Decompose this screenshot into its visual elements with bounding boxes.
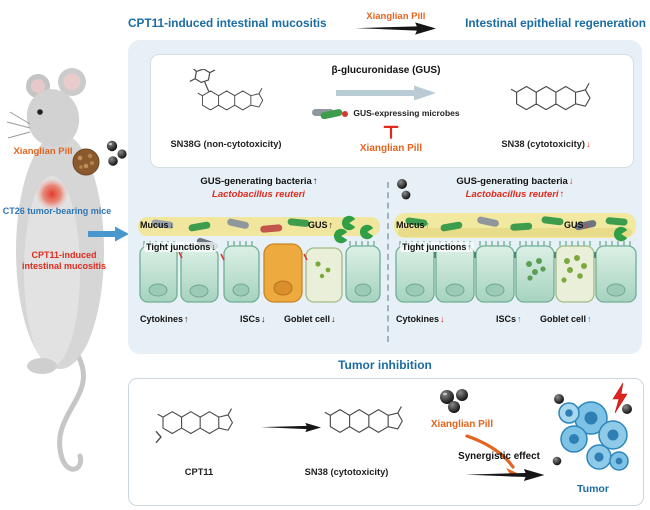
healthy-epithelium-illustration bbox=[394, 213, 637, 303]
bacteria-species: Lactobacillus reuteri↑ bbox=[392, 189, 638, 200]
left-title: CPT11-induced intestinal mucositis bbox=[128, 16, 327, 30]
mouse-tail bbox=[57, 353, 86, 472]
right-title: Intestinal epithelial regeneration bbox=[465, 16, 646, 30]
regeneration-panel: GUS-generating bacteria↓ Lactobacillus r… bbox=[392, 176, 638, 348]
bacteria-title-text: GUS-generating bacteria bbox=[200, 176, 312, 187]
cytokines-row: Cytokines↓ bbox=[396, 314, 445, 324]
tumor-spot bbox=[36, 178, 68, 210]
sn38g-caption: SN38G (non-cytotoxicity) bbox=[170, 139, 282, 149]
cpt11-caption: CPT11 bbox=[184, 467, 214, 477]
lightning-icon bbox=[612, 383, 628, 414]
header: CPT11-induced intestinal mucositis Xiang… bbox=[128, 6, 646, 40]
sn38g-structure bbox=[189, 69, 264, 111]
xianglian-pill-label: Xianglian Pill bbox=[359, 143, 423, 154]
cpt11-structure bbox=[155, 408, 233, 443]
tight-junctions-label: Tight junctions bbox=[402, 242, 467, 252]
microbes-label: GUS-expressing microbes bbox=[353, 108, 460, 118]
species-text: Lactobacillus reuteri bbox=[212, 189, 305, 200]
damaged-epithelium-illustration bbox=[138, 215, 381, 303]
tight-junctions-label: Tight junctions bbox=[146, 242, 211, 252]
gus-enzyme-label: β-glucuronidase (GUS) bbox=[331, 65, 441, 76]
iscs-row: ISCs↓ bbox=[240, 314, 266, 324]
species-text: Lactobacillus reuteri bbox=[465, 189, 559, 200]
iscs-row: ISCs↑ bbox=[496, 314, 522, 324]
down-arrow-icon: ↓ bbox=[440, 314, 445, 324]
up-arrow-icon: ↑ bbox=[184, 314, 189, 324]
tight-junctions-row: Tight junctions↑ bbox=[400, 242, 474, 252]
mucus-label-row: Mucus↓ bbox=[140, 220, 174, 230]
panel-divider bbox=[387, 182, 389, 342]
gus-label-row: GUS↓ bbox=[564, 220, 589, 230]
sn38-structure bbox=[510, 83, 591, 111]
tumor-box: CPT11 SN38 (cytotoxicity) Xianglian Pill… bbox=[128, 378, 644, 506]
down-arrow-icon: ↓ bbox=[211, 242, 216, 252]
bacteria-title-text: GUS-generating bacteria bbox=[456, 176, 568, 187]
down-arrow-icon: ↓ bbox=[169, 220, 175, 230]
up-arrow-icon: ↑ bbox=[559, 189, 565, 200]
down-arrow-icon: ↓ bbox=[261, 314, 266, 324]
header-transition: Xianglian Pill bbox=[350, 11, 442, 35]
xianglian-pill-label: Xianglian Pill bbox=[13, 146, 73, 157]
bacteria-species: Lactobacillus reuteri bbox=[136, 189, 382, 200]
reaction-arrow-icon bbox=[336, 85, 436, 101]
sn38-caption: SN38 (cytotoxicity) bbox=[304, 467, 389, 477]
down-arrow-icon: ↓ bbox=[568, 176, 574, 187]
mouse-illustration bbox=[6, 68, 127, 472]
pill-spheres-icon bbox=[397, 179, 411, 200]
up-arrow-icon: ↑ bbox=[587, 314, 592, 324]
xianglian-pill-label: Xianglian Pill bbox=[366, 11, 426, 22]
bacteria-title: GUS-generating bacteria↑ bbox=[136, 176, 382, 187]
ct26-mice-label: CT26 tumor-bearing mice bbox=[2, 206, 112, 216]
up-arrow-icon: ↑ bbox=[312, 176, 318, 187]
tumor-illustration bbox=[552, 383, 632, 471]
mucus-label: Mucus bbox=[396, 220, 425, 230]
tight-junctions-row: Tight junctions↓ bbox=[144, 242, 218, 252]
right-arrow-icon bbox=[261, 422, 321, 433]
down-arrow-icon: ↓ bbox=[584, 220, 590, 230]
gus-label: GUS bbox=[308, 220, 328, 230]
cytokines-row: Cytokines↑ bbox=[140, 314, 189, 324]
up-arrow-icon: ↑ bbox=[467, 242, 472, 252]
inhibition-icon bbox=[383, 125, 399, 139]
goblet-label: Goblet cell bbox=[284, 314, 331, 324]
mucositis-panel: GUS-generating bacteria↑ Lactobacillus r… bbox=[136, 176, 382, 348]
sn38-caption-row: SN38 (cytotoxicity)↓ bbox=[466, 139, 626, 149]
iscs-label: ISCs bbox=[240, 314, 261, 324]
mucositis-label: CPT11-induced intestinal mucositis bbox=[21, 250, 107, 272]
sn38-caption: SN38 (cytotoxicity) bbox=[501, 139, 586, 149]
right-arrow-icon bbox=[355, 22, 436, 35]
microbes-row: GUS-expressing microbes bbox=[301, 107, 471, 119]
bacteria-title: GUS-generating bacteria↓ bbox=[392, 176, 638, 187]
up-arrow-icon: ↑ bbox=[517, 314, 522, 324]
mouse-eye bbox=[37, 109, 43, 115]
up-arrow-icon: ↑ bbox=[328, 220, 334, 230]
gus-label-row: GUS↑ bbox=[308, 220, 333, 230]
mouse-figure: Xianglian Pill CT26 tumor-bearing mice C… bbox=[0, 46, 132, 506]
microbes-icon bbox=[312, 108, 349, 119]
goblet-label: Goblet cell bbox=[540, 314, 587, 324]
goblet-row: Goblet cell↓ bbox=[284, 314, 336, 324]
right-arrow-icon bbox=[88, 226, 129, 242]
xianglian-pill-label: Xianglian Pill bbox=[430, 419, 494, 430]
pill-spheres-icon bbox=[440, 389, 468, 413]
cytokines-label: Cytokines bbox=[396, 314, 440, 324]
herb-pill-icon bbox=[72, 148, 100, 176]
iscs-label: ISCs bbox=[496, 314, 517, 324]
cytokines-label: Cytokines bbox=[140, 314, 184, 324]
tumor-section-title: Tumor inhibition bbox=[338, 358, 432, 372]
pill-spheres-icon bbox=[106, 140, 127, 166]
right-arrow-icon bbox=[465, 469, 545, 481]
up-arrow-icon: ↑ bbox=[425, 220, 431, 230]
mucus-label: Mucus bbox=[140, 220, 169, 230]
goblet-row: Goblet cell↑ bbox=[540, 314, 592, 324]
gus-label: GUS bbox=[564, 220, 584, 230]
tumor-label: Tumor bbox=[577, 483, 609, 495]
conversion-box: SN38G (non-cytotoxicity) β-glucuronidase… bbox=[150, 54, 634, 168]
down-arrow-icon: ↓ bbox=[586, 139, 591, 149]
down-arrow-icon: ↓ bbox=[331, 314, 336, 324]
synergy-label: Synergistic effect bbox=[458, 451, 540, 462]
main-panel: SN38G (non-cytotoxicity) β-glucuronidase… bbox=[128, 40, 642, 354]
mucus-label-row: Mucus↑ bbox=[396, 220, 430, 230]
